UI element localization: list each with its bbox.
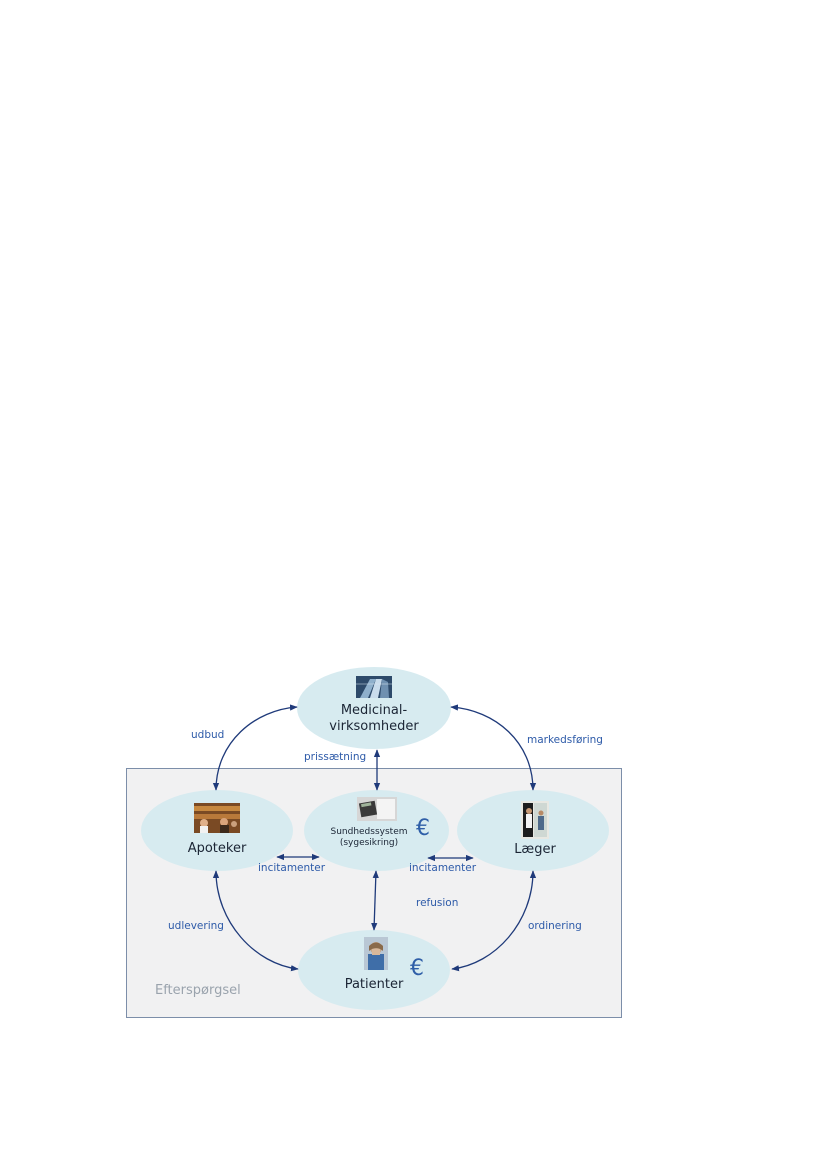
label-udbud: udbud <box>191 729 225 741</box>
euro-patienter-icon: € <box>410 956 424 981</box>
sundhed-line2: (sygesikring) <box>339 838 399 848</box>
calculator-photo-icon <box>357 797 397 821</box>
node-patienter-label: Patienter <box>344 977 404 992</box>
node-medicinal-label: Medicinal- virksomheder <box>297 703 451 735</box>
node-laeger-label: Læger <box>514 842 556 857</box>
demand-region-label: Efterspørgsel <box>155 983 241 998</box>
arrow-refusion <box>371 870 379 931</box>
node-sundhed-label: Sundhedssystem (sygesikring) <box>317 827 421 849</box>
label-udlevering: udlevering <box>168 920 224 932</box>
label-incitamenter-left: incitamenter <box>258 862 326 874</box>
label-refusion: refusion <box>416 897 459 909</box>
label-ordinering: ordinering <box>528 920 582 932</box>
label-incitamenter-right: incitamenter <box>409 862 477 874</box>
arrow-ordinering <box>451 870 537 972</box>
medicinal-line1: Medicinal- <box>340 703 408 718</box>
patient-photo-icon <box>364 937 388 970</box>
doctor-photo-icon <box>521 801 549 839</box>
arrow-udbud <box>212 704 298 791</box>
arrow-markedsforing <box>450 704 537 791</box>
euro-sundhed-icon: € <box>416 816 430 841</box>
label-prissaetning: prissætning <box>304 751 367 763</box>
office-building-photo-icon <box>356 676 392 698</box>
sundhed-line1: Sundhedssystem <box>330 827 408 837</box>
node-apoteker-label: Apoteker <box>187 841 247 856</box>
medicinal-line2: virksomheder <box>329 719 419 734</box>
arrow-udlevering <box>212 870 299 972</box>
label-markedsforing: markedsføring <box>527 734 603 746</box>
pharmacy-photo-icon <box>194 803 240 833</box>
